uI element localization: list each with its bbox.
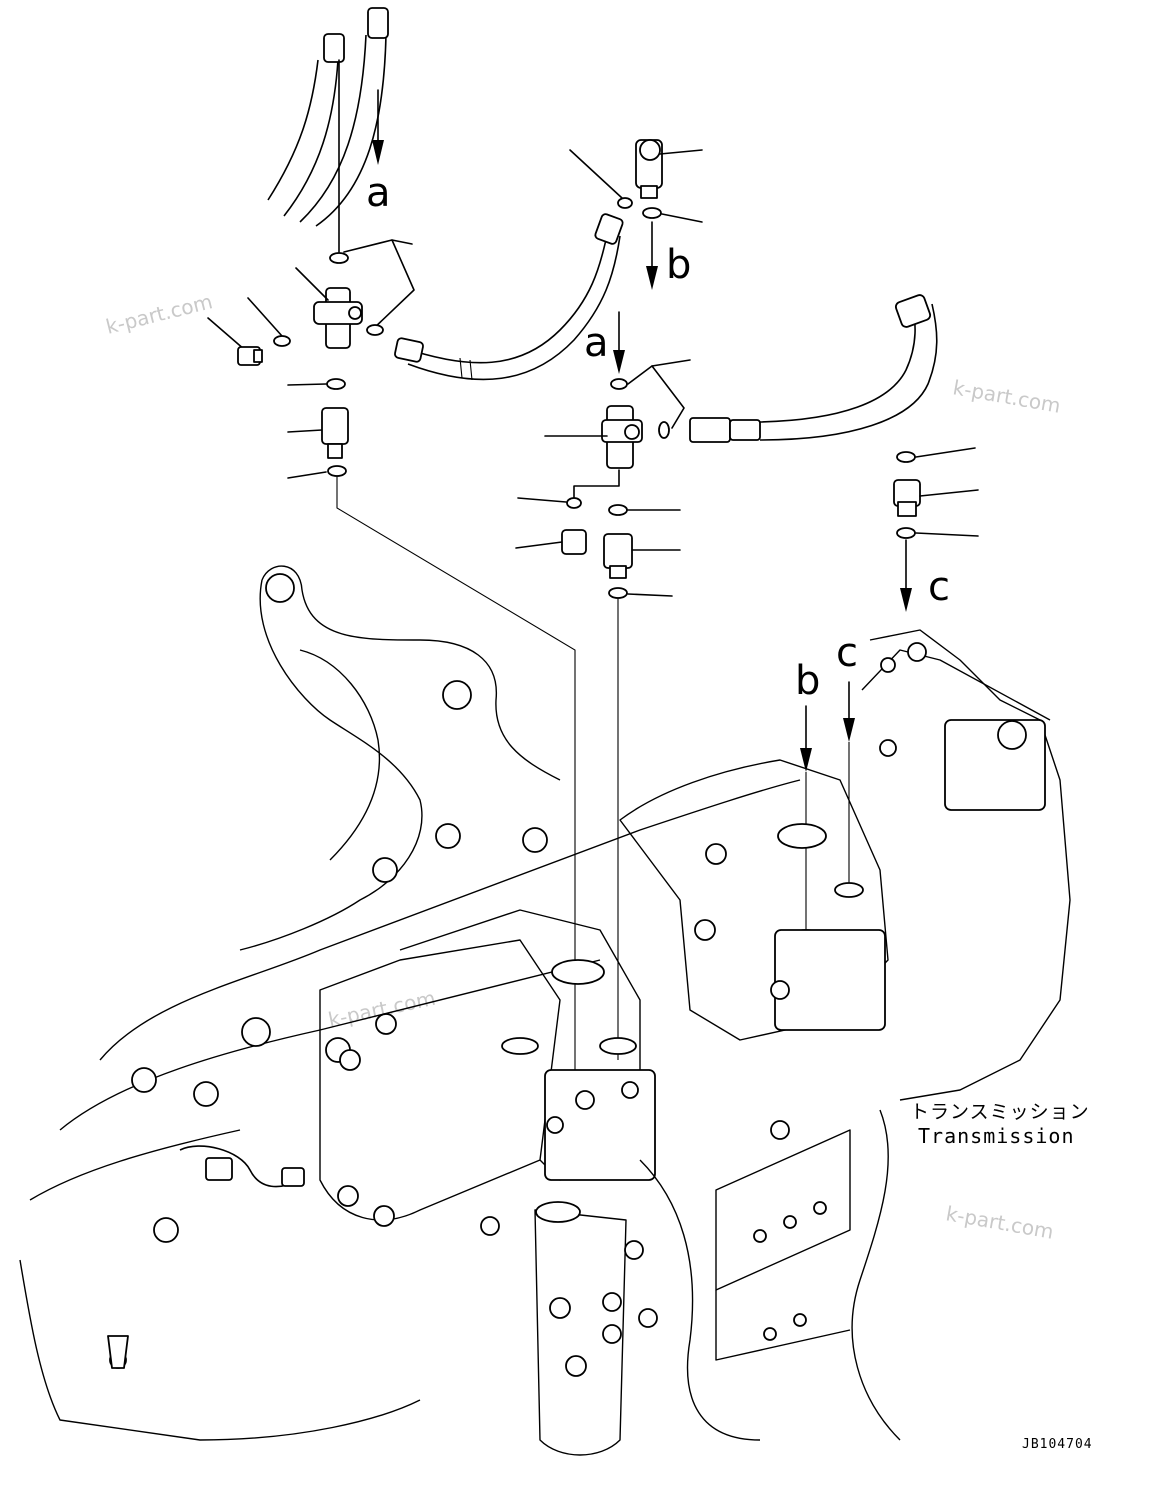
adapter-left <box>321 407 349 459</box>
hose-right <box>689 294 938 443</box>
callout-c-lower: c <box>836 630 858 676</box>
callout-b-lower: b <box>795 658 820 704</box>
o-ring <box>896 451 916 463</box>
o-ring <box>617 197 633 209</box>
callout-c-right: c <box>928 564 950 610</box>
o-ring <box>610 378 628 390</box>
supply-hoses <box>267 7 389 227</box>
watermark-4: k-part.com <box>944 1201 1055 1244</box>
arrow-a-mid <box>613 311 625 374</box>
arrow-a-top <box>372 89 384 165</box>
hose-middle <box>394 213 624 381</box>
o-ring <box>896 527 916 539</box>
arrow-b-lower <box>800 705 812 935</box>
callout-a-mid: a <box>584 320 609 366</box>
cap-mid <box>561 529 587 555</box>
plug-left <box>237 346 263 366</box>
o-ring <box>566 497 582 509</box>
o-ring <box>329 252 349 264</box>
transmission-label-jp: トランスミッション <box>910 1101 1090 1123</box>
arrow-b-top <box>646 221 658 290</box>
o-ring <box>608 587 628 599</box>
reference-line <box>336 476 576 1075</box>
tee-fitting-mid <box>601 405 643 469</box>
transmission-label-en: Transmission <box>918 1124 1075 1148</box>
watermark-2: k-part.com <box>951 375 1062 418</box>
callout-b-top: b <box>666 242 691 288</box>
adapter-right <box>893 479 921 517</box>
leader-line <box>295 267 329 301</box>
o-ring <box>327 465 347 477</box>
o-ring <box>273 335 291 347</box>
watermark-1: k-part.com <box>103 289 214 339</box>
o-ring <box>326 378 346 390</box>
o-ring <box>642 207 662 219</box>
drawing-code: JB104704 <box>1022 1437 1093 1452</box>
arrow-c-right <box>900 539 912 612</box>
o-ring <box>608 504 628 516</box>
machine-line-art <box>19 565 1071 1456</box>
elbow-fitting-top <box>635 139 663 199</box>
o-ring <box>366 324 384 336</box>
arrow-c-lower <box>843 681 855 890</box>
o-ring <box>658 421 670 439</box>
bracket-leader <box>343 239 415 331</box>
adapter-mid <box>603 533 633 579</box>
callout-a-top: a <box>366 170 391 216</box>
bracket-leader <box>627 365 685 429</box>
cross-fitting-left <box>313 287 363 349</box>
